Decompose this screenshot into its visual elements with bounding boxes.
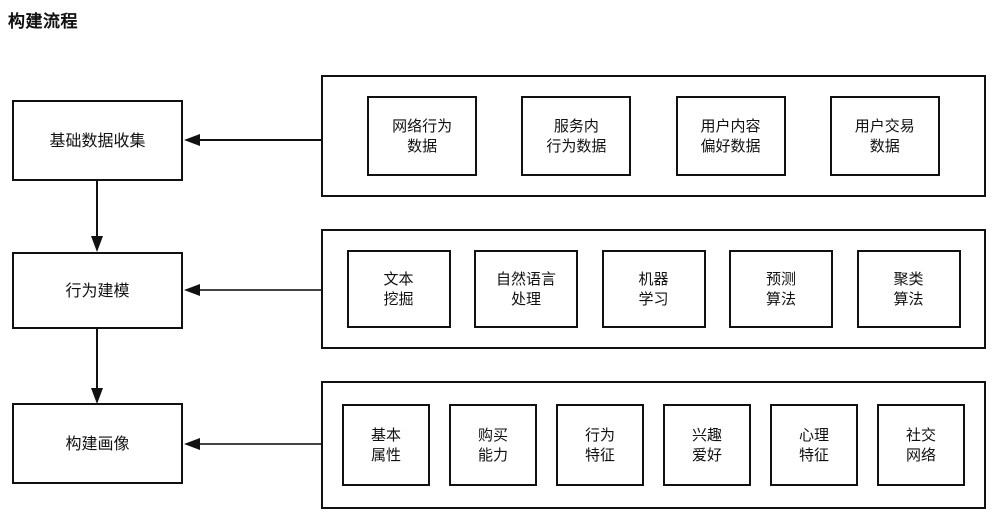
- item-label: 用户内容 偏好数据: [700, 116, 761, 155]
- stage-label: 行为建模: [65, 280, 130, 300]
- arrow-stage2-to-stage3: [88, 329, 108, 405]
- stage-box-behavior-modeling[interactable]: 行为建模: [12, 252, 183, 329]
- arrow-methods-to-stage2: [184, 281, 324, 299]
- group-panel-items: 网络行为 数据 服务内 行为数据 用户内容 偏好数据 用户交易 数据: [323, 77, 984, 195]
- arrow-dimensions-to-stage3: [184, 435, 324, 453]
- item-box-social-network[interactable]: 社交 网络: [877, 404, 965, 486]
- group-panel-modeling-methods: 文本 挖掘 自然语言 处理 机器 学习 预测 算法 聚类 算法: [321, 229, 986, 349]
- stage-box-basic-data-collection[interactable]: 基础数据收集: [12, 100, 183, 181]
- item-box-user-content-preference-data[interactable]: 用户内容 偏好数据: [675, 96, 786, 176]
- item-box-basic-attributes[interactable]: 基本 属性: [342, 404, 430, 486]
- group-panel-data-sources: 网络行为 数据 服务内 行为数据 用户内容 偏好数据 用户交易 数据: [321, 75, 986, 197]
- item-box-behavior-features[interactable]: 行为 特征: [556, 404, 644, 486]
- item-label: 服务内 行为数据: [546, 116, 607, 155]
- item-label: 用户交易 数据: [854, 116, 915, 155]
- item-box-natural-language-processing[interactable]: 自然语言 处理: [474, 250, 578, 328]
- item-label: 机器 学习: [638, 269, 669, 308]
- item-label: 文本 挖掘: [383, 269, 414, 308]
- item-box-purchasing-power[interactable]: 购买 能力: [449, 404, 537, 486]
- item-box-web-behavior-data[interactable]: 网络行为 数据: [367, 96, 478, 176]
- item-label: 基本 属性: [370, 425, 401, 464]
- item-label: 社交 网络: [905, 425, 936, 464]
- item-box-machine-learning[interactable]: 机器 学习: [601, 250, 706, 328]
- item-box-interests-hobbies[interactable]: 兴趣 爱好: [663, 404, 751, 486]
- item-box-clustering-algorithm[interactable]: 聚类 算法: [856, 250, 961, 328]
- group-panel-items: 文本 挖掘 自然语言 处理 机器 学习 预测 算法 聚类 算法: [323, 231, 984, 347]
- group-panel-profile-dimensions: 基本 属性 购买 能力 行为 特征 兴趣 爱好 心理 特征 社交 网络: [321, 381, 986, 509]
- item-label: 聚类 算法: [893, 269, 924, 308]
- item-label: 网络行为 数据: [392, 116, 453, 155]
- item-box-text-mining[interactable]: 文本 挖掘: [346, 250, 451, 328]
- item-box-prediction-algorithm[interactable]: 预测 算法: [729, 250, 833, 328]
- stage-label: 构建画像: [65, 433, 130, 453]
- item-box-in-service-behavior-data[interactable]: 服务内 行为数据: [521, 96, 632, 176]
- arrow-stage1-to-stage2: [88, 181, 108, 253]
- item-box-user-transaction-data[interactable]: 用户交易 数据: [829, 96, 940, 176]
- page-title: 构建流程: [8, 12, 78, 32]
- item-label: 行为 特征: [584, 425, 615, 464]
- arrow-sources-to-stage1: [184, 131, 324, 149]
- item-label: 心理 特征: [798, 425, 829, 464]
- item-label: 兴趣 爱好: [691, 425, 722, 464]
- stage-box-profile-construction[interactable]: 构建画像: [12, 403, 183, 484]
- item-label: 自然语言 处理: [495, 269, 556, 308]
- stage-label: 基础数据收集: [49, 130, 146, 150]
- item-box-psychological-features[interactable]: 心理 特征: [770, 404, 858, 486]
- item-label: 预测 算法: [765, 269, 796, 308]
- item-label: 购买 能力: [477, 425, 508, 464]
- group-panel-items: 基本 属性 购买 能力 行为 特征 兴趣 爱好 心理 特征 社交 网络: [323, 383, 984, 507]
